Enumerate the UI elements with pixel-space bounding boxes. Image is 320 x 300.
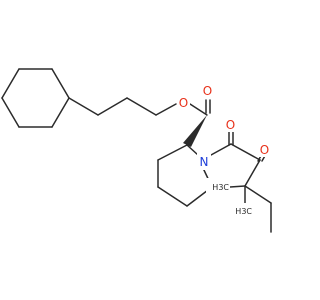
bond <box>1 97 20 128</box>
bond <box>68 97 99 116</box>
propyl-chain <box>68 97 177 116</box>
bond <box>157 144 188 161</box>
ketone-oxygen-label: O <box>260 143 269 157</box>
cyclohexyl-ring <box>1 68 70 128</box>
bond <box>155 103 177 116</box>
bond <box>97 97 128 116</box>
bond <box>186 144 199 156</box>
bond <box>210 143 232 156</box>
ester-oxygen-label: O <box>179 96 188 110</box>
ester-group <box>189 99 211 116</box>
bond <box>51 68 70 99</box>
bond <box>230 143 261 161</box>
methyl-label-bottom: H3C <box>235 207 252 216</box>
amide-oxygen-label: O <box>226 118 235 132</box>
nitrogen-label: N <box>200 155 209 169</box>
bond <box>126 97 157 116</box>
ester-carbonyl-oxygen-label: O <box>203 84 212 98</box>
acyl-chain <box>210 130 272 233</box>
bond <box>157 186 188 207</box>
stereo-wedge-bond <box>183 115 207 147</box>
bond <box>51 97 70 128</box>
bond <box>1 68 20 99</box>
bond <box>229 185 246 188</box>
methyl-label-top: H3C <box>212 183 229 192</box>
bond <box>244 185 272 204</box>
bond <box>189 103 208 116</box>
atom-labels: O O N O O H3C H3C <box>177 82 271 219</box>
bond <box>244 159 261 187</box>
structure-diagram: O O N O O H3C H3C <box>1 68 272 233</box>
